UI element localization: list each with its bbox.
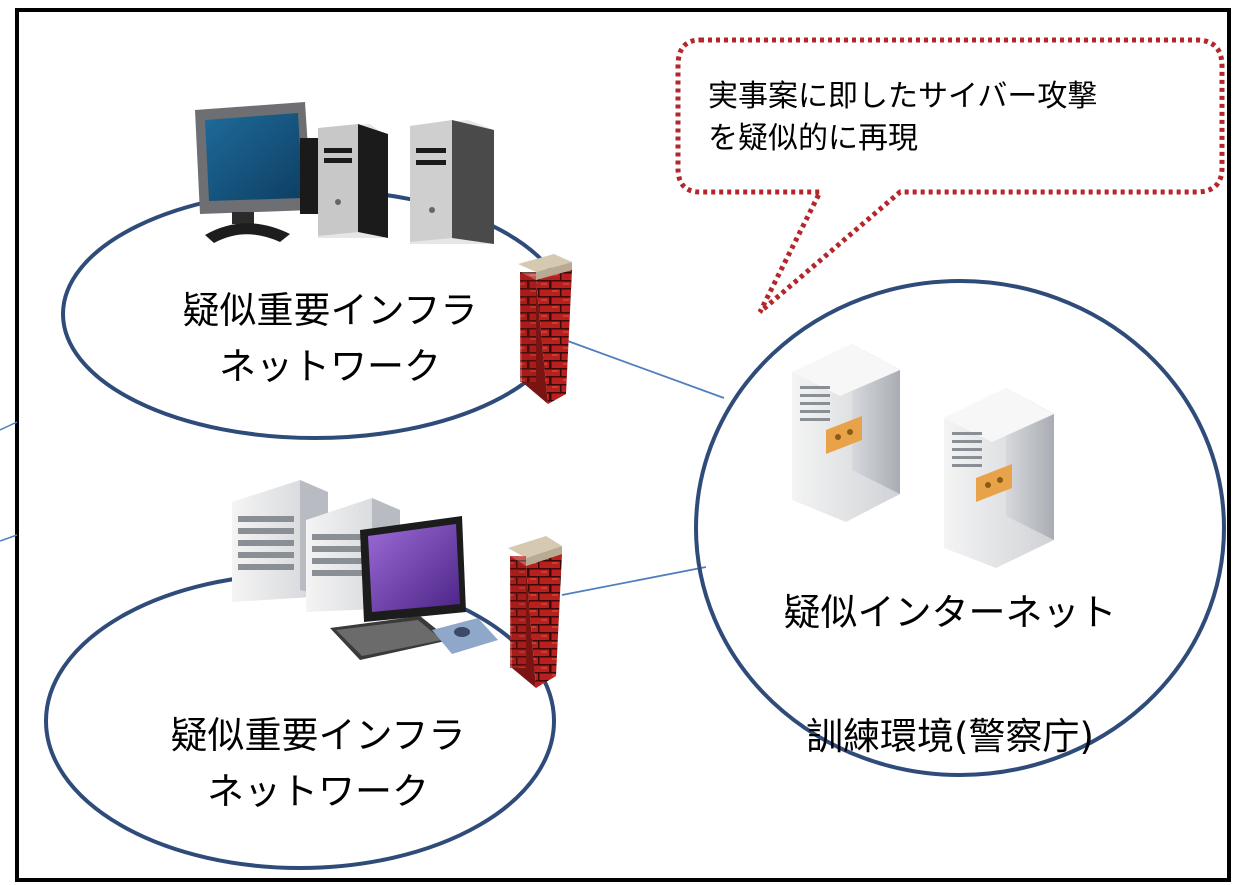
network-top-line-1: 疑似重要インフラ	[182, 289, 478, 332]
internet-server-left-icon	[792, 344, 900, 522]
network-top-label: 疑似重要インフラ ネットワーク	[150, 283, 510, 395]
outer-frame	[15, 8, 1231, 882]
desktop-tower-icon	[318, 124, 388, 238]
server-tower-icon	[410, 120, 494, 244]
internet-ellipse	[694, 279, 1226, 777]
monitor-purple-icon	[360, 516, 466, 644]
connector-stub-top	[0, 421, 18, 431]
firewall-top-icon	[518, 254, 572, 404]
callout-line-1: 実事案に即したサイバー攻撃	[708, 79, 1098, 114]
network-bottom-line-2: ネットワーク	[207, 770, 429, 813]
network-bottom-line-1: 疑似重要インフラ	[170, 714, 466, 757]
network-top-line-2: ネットワーク	[219, 345, 441, 388]
internet-server-right-icon	[944, 388, 1054, 568]
network-bottom-label: 疑似重要インフラ ネットワーク	[138, 708, 498, 820]
connector-stub-bottom	[0, 534, 18, 542]
computer-monitor-icon	[195, 102, 318, 243]
callout-line-2: を疑似的に再現	[708, 121, 918, 156]
internet-label: 疑似インターネット	[783, 591, 1117, 634]
connector-top-to-internet	[564, 339, 725, 399]
callout-text: 実事案に即したサイバー攻撃 を疑似的に再現	[708, 76, 1198, 160]
environment-label: 訓練環境(警察庁)	[806, 715, 1094, 758]
keyboard-icon	[330, 616, 450, 660]
mouse-pad-icon	[432, 618, 498, 654]
firewall-bottom-icon	[508, 536, 562, 688]
connector-bottom-to-internet	[561, 566, 707, 596]
callout-bubble	[675, 37, 1225, 314]
